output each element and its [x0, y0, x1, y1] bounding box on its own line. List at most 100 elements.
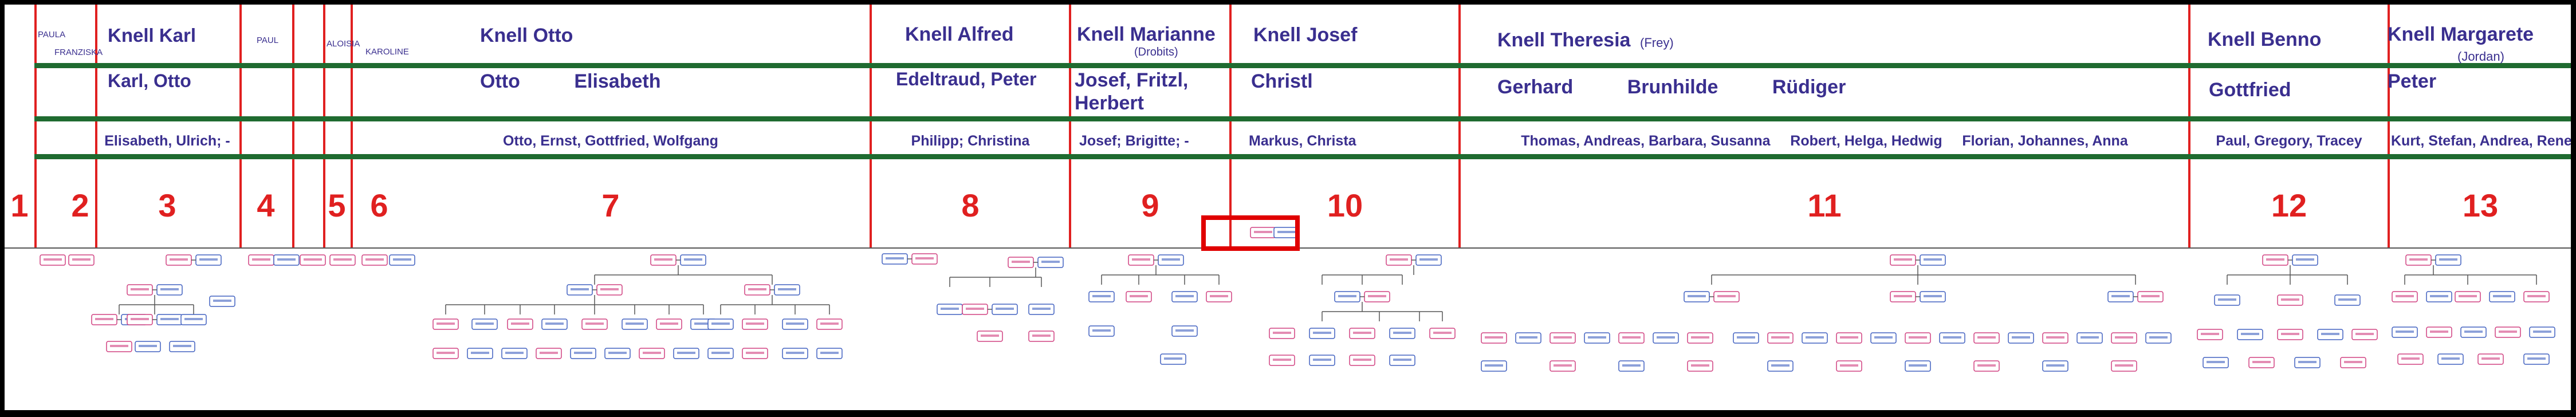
section-number: 9: [1141, 187, 1159, 223]
grandchildren-names: Otto, Ernst, Gottfried, Wolfgang: [503, 133, 718, 149]
person-node-label: [2241, 333, 2259, 335]
person-node-label: [545, 322, 564, 325]
person-node-label: [2207, 361, 2225, 363]
person-node-label: [1894, 295, 1912, 297]
person-node-label: [1210, 295, 1228, 297]
parent-name: ALOISIA: [327, 39, 360, 49]
person-node-label: [1977, 364, 1996, 367]
parent-name: Knell Benno: [2208, 29, 2322, 50]
person-node-label: [585, 322, 604, 325]
person-node-label: [1909, 364, 1927, 367]
grandchildren-names: Kurt, Stefan, Andrea, Rene: [2391, 133, 2571, 149]
person-node-label: [2430, 295, 2448, 297]
column-divider: [1229, 5, 1232, 248]
column-divider: [95, 5, 97, 248]
person-node-label: [1012, 261, 1030, 263]
person-node-label: [110, 345, 128, 347]
person-node-label: [173, 345, 191, 347]
section-number: 3: [158, 187, 176, 223]
children-names: Josef, Fritzl, Herbert: [1075, 69, 1189, 114]
person-node-label: [2396, 295, 2414, 297]
person-node-label: [2111, 295, 2130, 297]
parent-name: PAULA: [38, 30, 66, 40]
generation-band: [34, 154, 2571, 159]
parent-name: Knell Karl: [108, 25, 196, 46]
person-node-label: [1338, 295, 1356, 297]
grandchildren-names: Thomas, Andreas, Barbara, Susanna Robert…: [1521, 133, 2128, 149]
grandchildren-names: Philipp; Christina: [911, 133, 1030, 149]
person-node-label: [1175, 295, 1194, 297]
person-node-label: [1485, 364, 1503, 367]
person-node-label: [95, 318, 113, 320]
parent-name: Knell Alfred: [905, 23, 1014, 45]
parent-name: FRANZISKA: [54, 48, 103, 57]
section-number: 5: [328, 187, 346, 223]
person-node-label: [2527, 357, 2546, 360]
person-node-label: [1433, 332, 1452, 334]
person-node-label: [1894, 258, 1912, 261]
person-node-label: [1162, 258, 1180, 261]
person-node-label: [1691, 336, 1709, 339]
person-node-label: [2464, 331, 2483, 333]
person-node-label: [1771, 336, 1790, 339]
person-node-label: [1273, 332, 1291, 334]
person-node-label: [966, 308, 984, 310]
person-node-label: [131, 288, 149, 290]
person-node-label: [1092, 329, 1111, 332]
person-node-label: [2281, 333, 2299, 335]
person-node-label: [694, 322, 713, 325]
person-node-label: [277, 258, 296, 261]
person-node-label: [643, 352, 661, 354]
person-node-label: [746, 322, 764, 325]
person-node-label: [1485, 336, 1503, 339]
section-number: 12: [2271, 187, 2307, 223]
column-divider: [292, 5, 294, 248]
section-number: 10: [1327, 187, 1363, 223]
person-node-label: [600, 288, 619, 290]
person-node-label: [684, 258, 702, 261]
person-node-label: [711, 322, 730, 325]
person-node-label: [2321, 333, 2339, 335]
person-node-label: [1840, 336, 1858, 339]
person-node-label: [1691, 364, 1709, 367]
person-node-label: [778, 288, 796, 290]
person-node-label: [2012, 336, 2030, 339]
children-names: Peter: [2388, 70, 2437, 92]
person-node-label: [252, 258, 270, 261]
person-node-label: [2441, 357, 2460, 360]
person-node-label: [2401, 357, 2420, 360]
children-names: Gottfried: [2209, 79, 2291, 101]
person-node-label: [1393, 332, 1411, 334]
person-node-label: [1909, 336, 1927, 339]
column-divider: [34, 5, 37, 248]
person-node-label: [2499, 331, 2517, 333]
person-node-label: [2218, 298, 2236, 301]
person-node-label: [2439, 258, 2457, 261]
family-tree-canvas: PAULA FRANZISKA Knell Karl PAUL ALOISIA …: [5, 5, 2571, 410]
person-node-label: [131, 318, 149, 320]
person-node-label: [660, 322, 678, 325]
married-name: (Drobits): [1134, 46, 1178, 58]
column-divider: [1458, 5, 1461, 248]
person-node-label: [471, 352, 489, 354]
grandchildren-names: Markus, Christa: [1249, 133, 1356, 149]
person-node-label: [2396, 331, 2414, 333]
married-name: (Jordan): [2457, 49, 2504, 64]
person-node-label: [1032, 308, 1051, 310]
person-node-label: [2281, 298, 2299, 301]
children-names: Christl: [1251, 70, 1313, 92]
person-node-label: [1254, 231, 1272, 233]
parent-name: Knell Theresia: [1497, 29, 1631, 51]
person-node-label: [1554, 336, 1572, 339]
person-node-label: [1688, 295, 1706, 297]
grandchildren-names: Elisabeth, Ulrich; -: [104, 133, 230, 149]
section-number: 11: [1807, 187, 1842, 223]
person-node-label: [786, 352, 804, 354]
person-node-label: [1924, 258, 1942, 261]
person-node-label: [139, 345, 157, 347]
person-node-label: [511, 322, 529, 325]
grandchildren-names: Josef; Brigitte; -: [1079, 133, 1189, 149]
person-node-label: [540, 352, 558, 354]
person-node-label: [1419, 258, 1438, 261]
person-node-label: [2266, 258, 2284, 261]
